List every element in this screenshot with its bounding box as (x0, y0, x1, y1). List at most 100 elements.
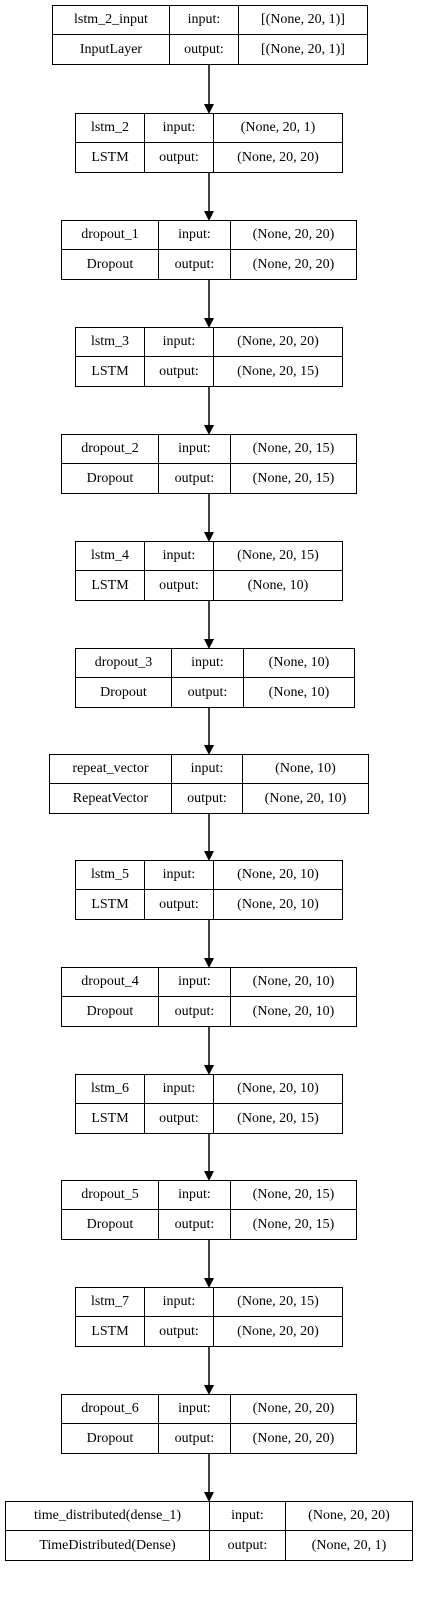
output-shape: (None, 20, 15) (252, 470, 335, 486)
output-shape: (None, 20, 1) (311, 1537, 387, 1553)
layer-type: Dropout (62, 1210, 159, 1239)
input-shape: (None, 20, 10) (214, 861, 342, 890)
layer-node: time_distributed(dense_1) TimeDistribute… (5, 1501, 413, 1561)
layer-name: time_distributed(dense_1) (6, 1502, 210, 1531)
input-shape: (None, 10) (243, 755, 368, 784)
output-label: output: (159, 1210, 231, 1239)
layer-node: lstm_3 LSTM input: output: (None, 20, 20… (75, 327, 343, 387)
input-label: input: (170, 6, 239, 35)
input-label: input: (145, 1288, 214, 1317)
layer-name: lstm_2_input (53, 6, 170, 35)
layer-type: LSTM (76, 571, 145, 600)
input-shape: (None, 20, 15) (214, 1288, 342, 1317)
output-shape: (None, 20, 20) (252, 256, 335, 272)
output-label: output: (159, 250, 231, 279)
output-shape: (None, 20, 15) (237, 363, 319, 379)
output-shape: (None, 20, 20) (252, 1430, 335, 1446)
layer-type: RepeatVector (50, 784, 172, 813)
input-label: input: (210, 1502, 286, 1531)
output-label: output: (159, 997, 231, 1026)
output-label: output: (172, 784, 243, 813)
layer-name: lstm_4 (76, 542, 145, 571)
layer-node: repeat_vector RepeatVector input: output… (49, 754, 369, 814)
output-label: output: (172, 678, 244, 707)
layer-name: dropout_1 (62, 221, 159, 250)
layer-type: LSTM (76, 1317, 145, 1346)
layer-name: repeat_vector (50, 755, 172, 784)
input-label: input: (159, 1395, 231, 1424)
layer-name: dropout_4 (62, 968, 159, 997)
layer-node: lstm_2_input InputLayer input: output: [… (52, 5, 368, 65)
layer-type: Dropout (62, 464, 159, 493)
output-shape: (None, 10) (268, 684, 330, 700)
layer-name: lstm_7 (76, 1288, 145, 1317)
layer-type: InputLayer (53, 35, 170, 64)
input-shape: (None, 20, 20) (231, 1395, 356, 1424)
layer-node: dropout_6 Dropout input: output: (None, … (61, 1394, 357, 1454)
output-shape: (None, 10) (247, 577, 309, 593)
layer-node: dropout_4 Dropout input: output: (None, … (61, 967, 357, 1027)
output-label: output: (145, 1317, 214, 1346)
layer-type: LSTM (76, 357, 145, 386)
layer-type: Dropout (62, 250, 159, 279)
input-shape: (None, 20, 20) (231, 221, 356, 250)
output-label: output: (145, 890, 214, 919)
output-label: output: (145, 357, 214, 386)
layer-node: lstm_6 LSTM input: output: (None, 20, 10… (75, 1074, 343, 1134)
input-label: input: (145, 542, 214, 571)
output-label: output: (145, 571, 214, 600)
layer-name: lstm_2 (76, 114, 145, 143)
input-shape: [(None, 20, 1)] (239, 6, 367, 35)
layer-node: dropout_1 Dropout input: output: (None, … (61, 220, 357, 280)
output-label: output: (210, 1531, 286, 1560)
input-label: input: (145, 1075, 214, 1104)
layer-name: dropout_2 (62, 435, 159, 464)
output-label: output: (159, 1424, 231, 1453)
output-label: output: (145, 143, 214, 172)
output-shape: (None, 20, 15) (237, 1110, 319, 1126)
layer-node: lstm_4 LSTM input: output: (None, 20, 15… (75, 541, 343, 601)
layer-type: LSTM (76, 143, 145, 172)
layer-node: dropout_3 Dropout input: output: (None, … (75, 648, 355, 708)
layer-type: TimeDistributed(Dense) (6, 1531, 210, 1560)
input-shape: (None, 20, 20) (286, 1502, 412, 1531)
input-shape: (None, 20, 20) (214, 328, 342, 357)
output-label: output: (170, 35, 239, 64)
layer-name: dropout_3 (76, 649, 172, 678)
layer-name: dropout_5 (62, 1181, 159, 1210)
output-shape: (None, 20, 20) (237, 1323, 319, 1339)
layer-name: lstm_3 (76, 328, 145, 357)
input-shape: (None, 20, 15) (231, 435, 356, 464)
layer-name: lstm_6 (76, 1075, 145, 1104)
output-label: output: (145, 1104, 214, 1133)
output-shape: (None, 20, 10) (264, 790, 347, 806)
input-label: input: (145, 861, 214, 890)
output-shape: (None, 20, 10) (252, 1003, 335, 1019)
input-label: input: (145, 114, 214, 143)
output-shape: (None, 20, 20) (237, 149, 319, 165)
layer-type: LSTM (76, 890, 145, 919)
input-shape: (None, 20, 10) (214, 1075, 342, 1104)
output-shape: (None, 20, 10) (237, 896, 319, 912)
input-shape: (None, 20, 15) (214, 542, 342, 571)
layer-type: Dropout (76, 678, 172, 707)
input-label: input: (159, 435, 231, 464)
layer-node: lstm_5 LSTM input: output: (None, 20, 10… (75, 860, 343, 920)
input-label: input: (172, 649, 244, 678)
input-shape: (None, 20, 15) (231, 1181, 356, 1210)
input-label: input: (159, 221, 231, 250)
output-shape: [(None, 20, 1)] (261, 41, 345, 57)
layer-name: lstm_5 (76, 861, 145, 890)
layer-type: LSTM (76, 1104, 145, 1133)
output-label: output: (159, 464, 231, 493)
input-shape: (None, 20, 10) (231, 968, 356, 997)
layer-node: dropout_2 Dropout input: output: (None, … (61, 434, 357, 494)
output-shape: (None, 20, 15) (252, 1216, 335, 1232)
layer-node: dropout_5 Dropout input: output: (None, … (61, 1180, 357, 1240)
layer-name: dropout_6 (62, 1395, 159, 1424)
input-shape: (None, 10) (244, 649, 354, 678)
input-label: input: (159, 968, 231, 997)
input-shape: (None, 20, 1) (214, 114, 342, 143)
layer-type: Dropout (62, 1424, 159, 1453)
